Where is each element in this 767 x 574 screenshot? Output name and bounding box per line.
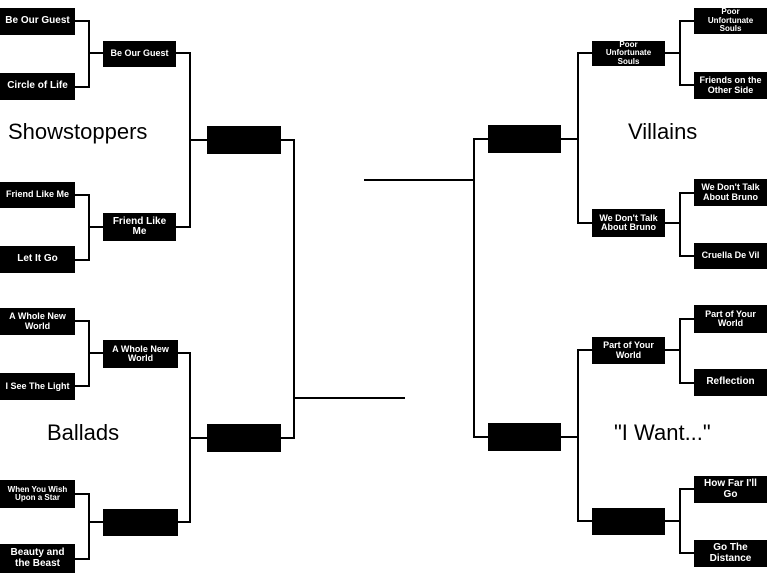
connector: [561, 52, 592, 224]
region-title-villains: Villains: [628, 119, 698, 144]
connector: [665, 488, 694, 554]
song-box-cruella-de-vil: Cruella De Vil: [694, 243, 767, 269]
connector: [75, 194, 103, 261]
connector: [364, 138, 488, 438]
round2-box-friend-like-me: Friend Like Me: [103, 213, 176, 241]
region-title-i-want: "I Want...": [614, 420, 711, 445]
song-box-we-dont-talk-about-bruno: We Don't Talk About Bruno: [694, 179, 767, 206]
song-box-friends-on-the-other-side: Friends on the Other Side: [694, 72, 767, 99]
connector: [75, 320, 103, 387]
connector: [75, 493, 103, 560]
round3-box-showstoppers: [207, 126, 281, 154]
song-box-when-you-wish-upon-a-star: When You Wish Upon a Star: [0, 480, 75, 508]
song-box-beauty-and-the-beast: Beauty and the Beast: [0, 544, 75, 573]
round3-box-villains: [488, 125, 561, 153]
song-box-part-of-your-world: Part of Your World: [694, 305, 767, 333]
song-box-a-whole-new-world: A Whole New World: [0, 308, 75, 335]
region-title-ballads: Ballads: [47, 420, 120, 445]
round2-box-i-want-empty: [592, 508, 665, 535]
song-box-poor-unfortunate-souls: Poor Unfortunate Souls: [694, 8, 767, 34]
connector: [665, 318, 694, 384]
connector: [665, 192, 694, 257]
region-title-showstoppers: Showstoppers: [8, 119, 148, 144]
round2-box-ballads-empty: [103, 509, 178, 536]
song-box-i-see-the-light: I See The Light: [0, 373, 75, 400]
connector: [561, 349, 592, 522]
round2-box-part-of-your-world: Part of Your World: [592, 337, 665, 364]
connector: [665, 20, 694, 86]
connector: [281, 139, 405, 439]
connector: [178, 352, 207, 523]
round3-box-i-want: [488, 423, 561, 451]
round3-box-ballads: [207, 424, 281, 452]
song-box-circle-of-life: Circle of Life: [0, 73, 75, 100]
song-box-reflection: Reflection: [694, 369, 767, 396]
round2-box-we-dont-talk-about-bruno: We Don't Talk About Bruno: [592, 209, 665, 237]
connector: [176, 52, 207, 228]
song-box-let-it-go: Let It Go: [0, 246, 75, 273]
song-box-how-far-ill-go: How Far I'll Go: [694, 476, 767, 503]
round2-box-poor-unfortunate-souls: Poor Unfortunate Souls: [592, 41, 665, 66]
song-box-friend-like-me: Friend Like Me: [0, 182, 75, 208]
song-box-go-the-distance: Go The Distance: [694, 540, 767, 567]
round2-box-a-whole-new-world: A Whole New World: [103, 340, 178, 368]
connector: [75, 20, 103, 88]
song-box-be-our-guest: Be Our Guest: [0, 8, 75, 35]
round2-box-be-our-guest: Be Our Guest: [103, 41, 176, 67]
